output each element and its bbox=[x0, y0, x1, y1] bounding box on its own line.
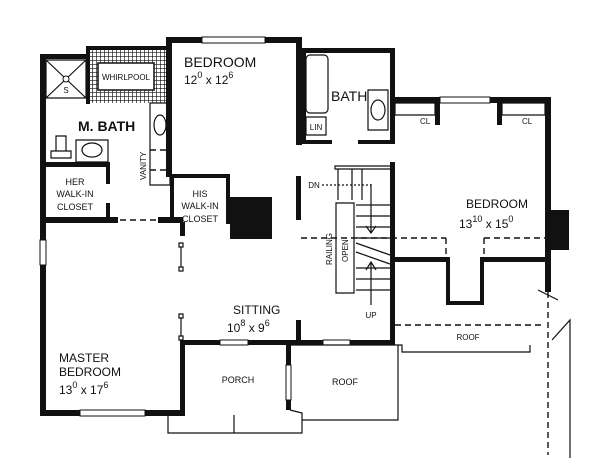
shower: S bbox=[45, 59, 87, 99]
sitting-label: SITTING bbox=[233, 303, 280, 317]
bedroom-top-label: BEDROOM bbox=[184, 54, 256, 70]
closet-left-label: CL bbox=[420, 117, 431, 126]
roof-right-label: ROOF bbox=[456, 333, 479, 342]
bedroom-right-label: BEDROOM bbox=[466, 197, 528, 211]
stairs-down-label: DN bbox=[308, 181, 320, 190]
porch-label: PORCH bbox=[222, 375, 255, 385]
railing-label: RAILING bbox=[325, 233, 334, 265]
bedroom-right-dimensions: 1310 x 150 bbox=[459, 214, 513, 231]
fixtures bbox=[50, 54, 546, 186]
outlines bbox=[120, 219, 571, 458]
staircase: DN UP RAILING OPEN bbox=[308, 165, 392, 320]
stairs-up-label: UP bbox=[365, 311, 376, 320]
open-label: OPEN bbox=[341, 239, 350, 262]
bedroom-top-dimensions: 120 x 126 bbox=[184, 70, 233, 87]
shower-label: S bbox=[63, 86, 68, 95]
whirlpool-label: WHIRLPOOL bbox=[102, 73, 151, 82]
roof-front-label: ROOF bbox=[332, 377, 359, 387]
master-bedroom-dimensions: 130 x 176 bbox=[59, 380, 108, 397]
closet-right-label: CL bbox=[522, 117, 533, 126]
m-bath-label: M. BATH bbox=[78, 118, 135, 134]
linen-closet-label: LIN bbox=[310, 123, 323, 132]
vanity-label: VANITY bbox=[139, 151, 148, 180]
walls bbox=[40, 37, 569, 416]
sitting-dimensions: 108 x 96 bbox=[227, 318, 270, 335]
bath-label: BATH bbox=[331, 88, 367, 104]
whirlpool-tub: WHIRLPOOL bbox=[88, 48, 168, 103]
windows bbox=[39, 36, 491, 417]
